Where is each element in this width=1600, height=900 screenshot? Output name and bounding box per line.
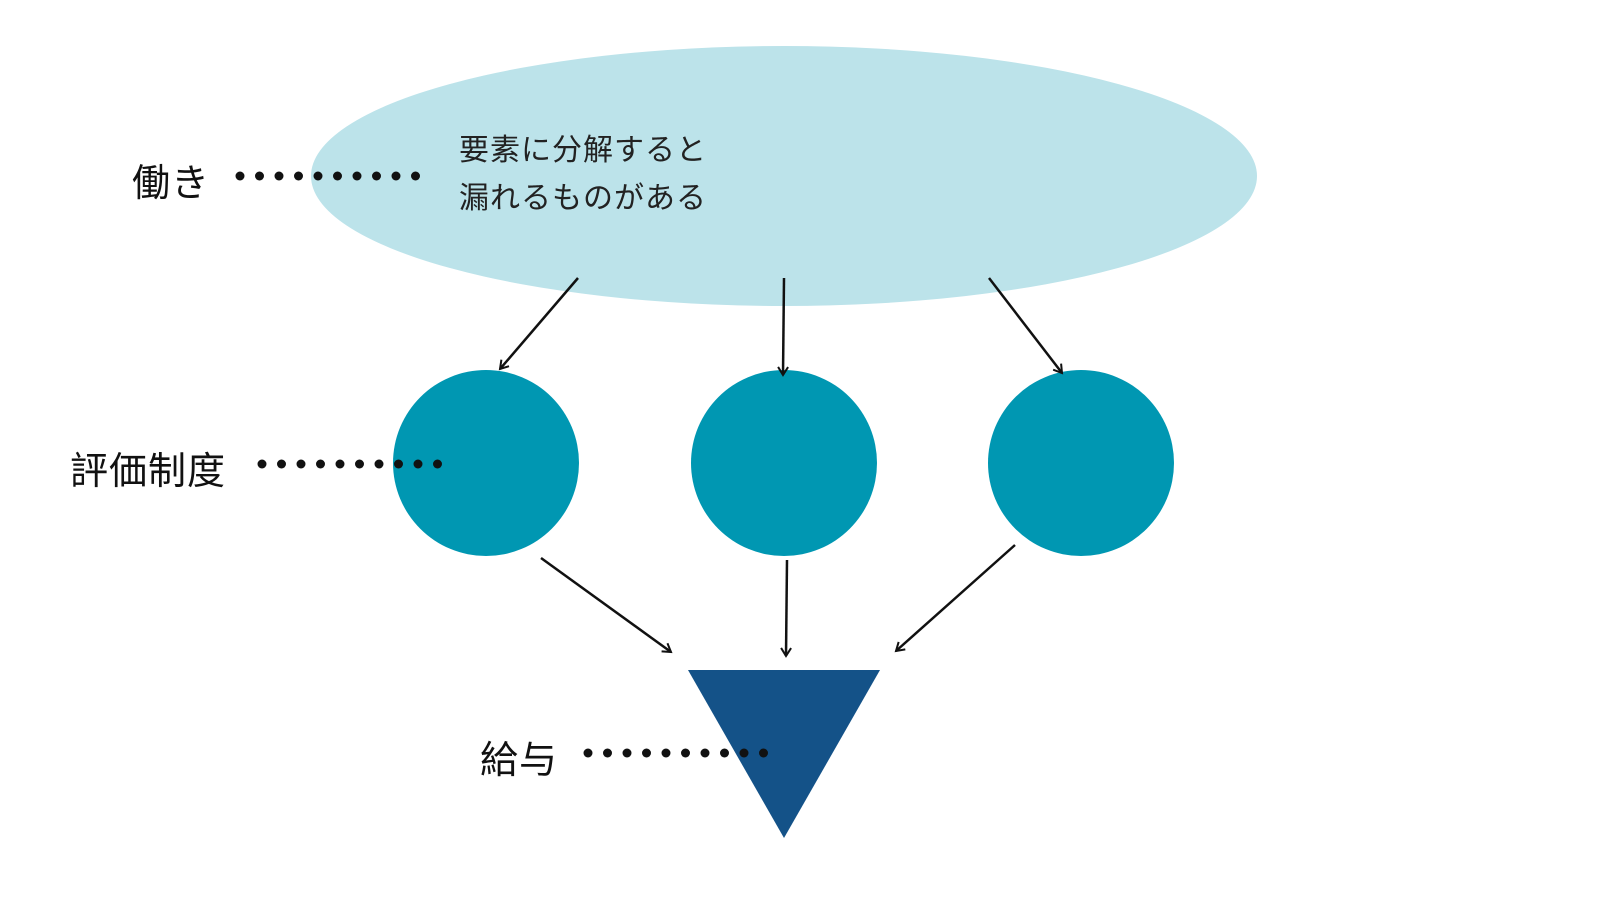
arrow-ellipse-to-circle-3 [988, 277, 1064, 375]
evaluation-leader-dot [374, 459, 384, 469]
note-line-2: 漏れるものがある [459, 181, 707, 216]
work-leader-dot [274, 171, 284, 181]
work-leader-dot [235, 171, 245, 181]
salary-leader-dot [700, 748, 710, 758]
evaluation-leader-dot [335, 459, 345, 469]
work-leader-dot [391, 171, 401, 181]
work-leader-dot [313, 171, 323, 181]
arrow-ellipse-to-circle-1 [498, 277, 579, 371]
note-line-1: 要素に分解すると [459, 133, 707, 168]
evaluation-leader-dot [433, 459, 442, 469]
evaluation-leader-dot [296, 459, 306, 469]
label-evaluation: 評価制度 [70, 449, 227, 493]
evaluation-circle-2 [691, 370, 877, 556]
salary-leader-dot [739, 748, 749, 758]
evaluation-leader-dot [277, 459, 286, 469]
work-ellipse [311, 46, 1257, 306]
work-leader-dot [294, 171, 303, 181]
evaluation-leader-dot [316, 459, 325, 469]
evaluation-leader-dot [413, 459, 423, 469]
salary-triangle [688, 670, 880, 838]
evaluation-circle-1 [393, 370, 579, 556]
salary-leader-dot [681, 748, 690, 758]
salary-leader-dot [622, 748, 632, 758]
work-leader-dot [255, 171, 264, 181]
salary-leader-dot [603, 748, 612, 758]
evaluation-circle-3 [988, 370, 1174, 556]
label-salary: 給与 [480, 738, 559, 782]
salary-leader-dot [720, 748, 729, 758]
arrow-circle-1-to-triangle [540, 556, 673, 654]
arrow-circle-3-to-triangle [894, 544, 1016, 653]
work-leader-dot [372, 171, 381, 181]
label-work: 働き [132, 161, 211, 205]
ellipse-note: 要素に分解すると 漏れるものがある [459, 127, 707, 223]
evaluation-leader-dot [394, 459, 403, 469]
work-leader-dot [352, 171, 362, 181]
salary-leader-dot [661, 748, 671, 758]
work-leader-dot [411, 171, 420, 181]
salary-leader-dot [759, 748, 768, 758]
work-leader-dot [333, 171, 342, 181]
salary-leader-dot [642, 748, 651, 758]
evaluation-leader-dot [257, 459, 267, 469]
arrow-circle-2-to-triangle [780, 559, 792, 658]
salary-leader-dot [583, 748, 593, 758]
arrow-ellipse-to-circle-2 [777, 277, 789, 377]
evaluation-leader-dot [355, 459, 364, 469]
